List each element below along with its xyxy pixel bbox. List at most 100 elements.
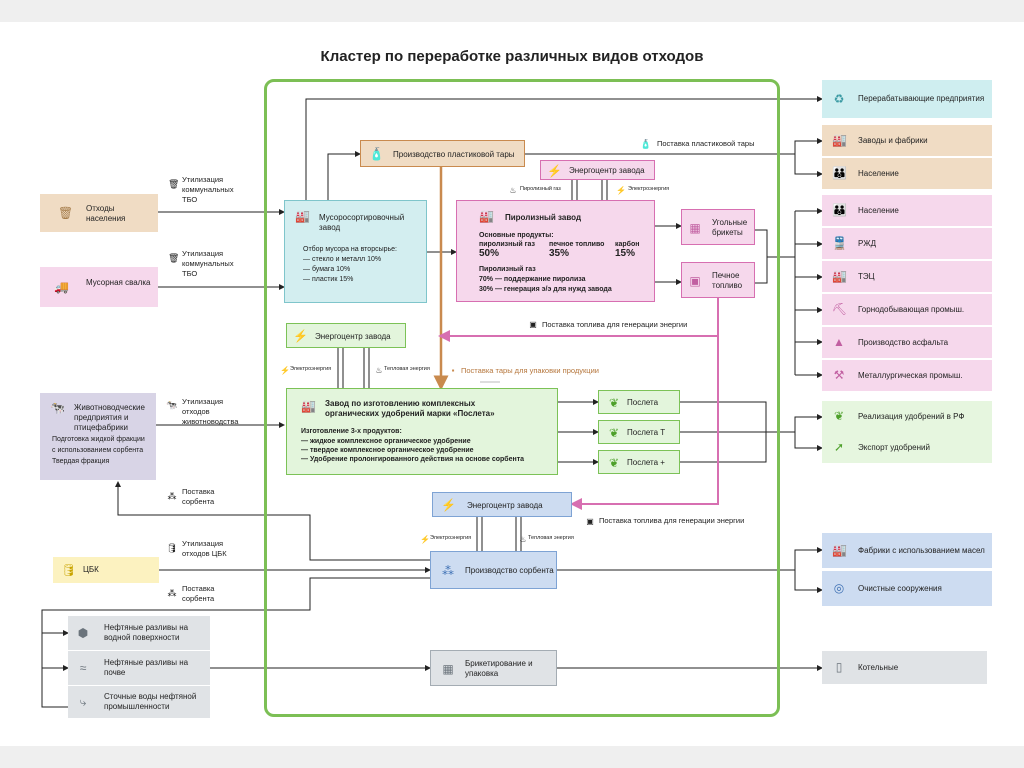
consumer-fertilizer-export: ➚ Экспорт удобрений xyxy=(822,432,992,463)
flame-icon: ♨ xyxy=(375,366,383,375)
asphalt-icon: ▲ xyxy=(833,335,845,349)
sorbent-supply-label-1: Поставка сорбента xyxy=(182,487,215,506)
sorting-line-4: — пластик 15% xyxy=(303,276,354,283)
sorting-line-1: Отбор мусора на вторсырье: xyxy=(303,246,397,253)
lightning-icon: ⚡ xyxy=(547,164,562,178)
boilers-label: Котельные xyxy=(858,663,899,672)
pyrolysis-p2-name: печное топливо xyxy=(549,241,605,248)
msw-label-1: Утилизация коммунальных ТБО xyxy=(182,175,234,204)
product-poslyota-t: ❦ Послета Т xyxy=(598,420,680,444)
diagram-title: Кластер по переработке различных видов о… xyxy=(320,48,704,65)
livestock-line-2: с использованием сорбента xyxy=(52,447,144,454)
plastic-label: Производство пластиковой тары xyxy=(393,150,515,159)
lightning-icon: ⚡ xyxy=(616,186,626,195)
source-oil-soil: ≈ Нефтяные разливы на почве xyxy=(68,651,210,685)
box-icon: ▪ xyxy=(451,366,455,375)
consumer-tec: 🏭 ТЭЦ xyxy=(822,261,992,292)
plastic-production: 🧴 Производство пластиковой тары xyxy=(360,140,525,167)
leaf-icon: ❦ xyxy=(608,396,620,410)
poslyota-plant: 🏭 Завод по изготовлению комплексных орга… xyxy=(286,388,558,475)
consumer-railway: 🚆 РЖД xyxy=(822,228,992,259)
pyrolysis-gas-head: Пиролизный газ xyxy=(479,266,536,273)
people-icon: 👪 xyxy=(832,203,847,217)
pipe-icon: ⤷ xyxy=(79,695,87,709)
mining-label: Горнодобывающая промыш. xyxy=(858,305,965,314)
trash-icon: 🗑 xyxy=(58,206,74,220)
cluster-frame xyxy=(264,79,780,717)
flame-icon: ♨ xyxy=(509,186,517,195)
granules-icon: ⁂ xyxy=(167,588,177,598)
source-landfill: 🚚 Мусорная свалка xyxy=(40,267,158,307)
cow-icon: 🐄 xyxy=(166,400,178,410)
metallurgy-label: Металлургическая промыш. xyxy=(858,371,963,380)
granules-icon: ⁂ xyxy=(167,491,177,501)
export-icon: ➚ xyxy=(833,440,845,454)
fuel-supply-label-1: Поставка топлива для генерации энергии xyxy=(542,320,688,329)
power-plant-icon: 🏭 xyxy=(832,269,847,283)
factory-icon: 🏭 xyxy=(479,209,494,223)
lightning-icon: ⚡ xyxy=(441,498,456,512)
factory-icon: 🏭 xyxy=(832,133,847,147)
heat-label-mid: Тепловая энергия xyxy=(384,366,430,372)
train-icon: 🚆 xyxy=(832,236,847,250)
consumer-mining: ⛏ Горнодобывающая промыш. xyxy=(822,294,992,325)
wave-icon: ≈ xyxy=(79,661,87,675)
oil-drop-icon: ⬢ xyxy=(77,626,89,640)
gear-icon: ◎ xyxy=(833,581,845,595)
sorting-plant: 🏭 Мусоросортировочный завод Отбор мусора… xyxy=(284,200,427,303)
poslyota-item-2: — твердое комплексное органическое удобр… xyxy=(301,447,474,454)
briquetting-packaging: ▦ Брикетирование и упаковка xyxy=(430,650,557,686)
treatment-label: Очистные сооружения xyxy=(858,584,942,593)
consumer-boilers: ▯ Котельные xyxy=(822,651,987,684)
electricity-label-low: Электроэнергия xyxy=(430,535,472,541)
energy-center-mid: ⚡ Энергоцентр завода xyxy=(286,323,406,348)
pyrolysis-p3-value: 15% xyxy=(615,248,636,259)
poslyota-item-1: — жидкое комплексное органическое удобре… xyxy=(301,438,471,445)
oil-factories-label: Фабрики с использованием масел xyxy=(858,546,985,555)
tsbk-waste-label: Утилизация отходов ЦБК xyxy=(182,539,227,558)
energy-center-low: ⚡ Энергоцентр завода xyxy=(432,492,572,517)
source-tsbk: 🛢 ЦБК xyxy=(53,557,159,583)
consumer-population-2: 👪 Население xyxy=(822,195,992,226)
product-2-label: Послета Т xyxy=(627,428,666,437)
heat-label-low: Тепловая энергия xyxy=(528,535,574,541)
barrel-icon: 🛢 xyxy=(61,563,77,577)
recycle-icon: ♻ xyxy=(833,92,845,106)
oil-water-label: Нефтяные разливы на водной поверхности xyxy=(104,623,189,642)
energy-top-label: Энергоцентр завода xyxy=(569,166,645,175)
households-label: Отходы населения xyxy=(86,204,126,223)
electricity-label-mid: Электроэнергия xyxy=(290,366,332,372)
pyrolysis-p1-name: пиролизный газ xyxy=(479,241,535,248)
msw-label-2: Утилизация коммунальных ТБО xyxy=(182,249,234,278)
plastic-supply-label: Поставка пластиковой тары xyxy=(657,139,755,148)
boiler-icon: ▯ xyxy=(835,660,843,674)
recycling-label: Перерабатывающие предприятия xyxy=(858,94,985,103)
livestock-title: Животноводческие предприятия и птицефабр… xyxy=(74,403,145,432)
coal-label: Угольные брикеты xyxy=(712,218,748,237)
tsbk-label: ЦБК xyxy=(83,565,99,574)
population2-label: Население xyxy=(858,206,899,215)
railway-label: РЖД xyxy=(858,239,877,248)
livestock-waste-label: Утилизация отходов животноводства xyxy=(182,397,239,426)
energy-low-label: Энергоцентр завода xyxy=(467,501,543,510)
pyrolysis-plant: 🏭 Пиролизный завод Основные продукты: пи… xyxy=(456,200,655,302)
factories-label: Заводы и фабрики xyxy=(858,136,928,145)
poslyota-plant-title: Завод по изготовлению комплексных органи… xyxy=(325,399,495,418)
sorting-line-3: — бумага 10% xyxy=(303,266,351,273)
sorting-title: Мусоросортировочный завод xyxy=(319,213,405,232)
trash-icon: 🗑 xyxy=(168,253,180,263)
pyrolysis-title: Пиролизный завод xyxy=(505,213,582,222)
fuel-icon: ▣ xyxy=(586,517,594,526)
electricity-label-top: Электроэнергия xyxy=(628,186,670,192)
cow-icon: 🐄 xyxy=(50,401,65,415)
packaging-supply-label: Поставка тары для упаковки продукции xyxy=(461,366,599,375)
consumer-asphalt: ▲ Производство асфальта xyxy=(822,327,992,358)
pyro-gas-label: Пиролизный газ xyxy=(520,186,561,192)
brick-icon: ▦ xyxy=(689,221,701,235)
anvil-icon: ⚒ xyxy=(833,368,845,382)
pyrolysis-p1-value: 50% xyxy=(479,248,500,259)
product-poslyota: ❦ Послета xyxy=(598,390,680,414)
lightning-icon: ⚡ xyxy=(280,366,290,375)
oil-soil-label: Нефтяные разливы на почве xyxy=(104,658,189,677)
